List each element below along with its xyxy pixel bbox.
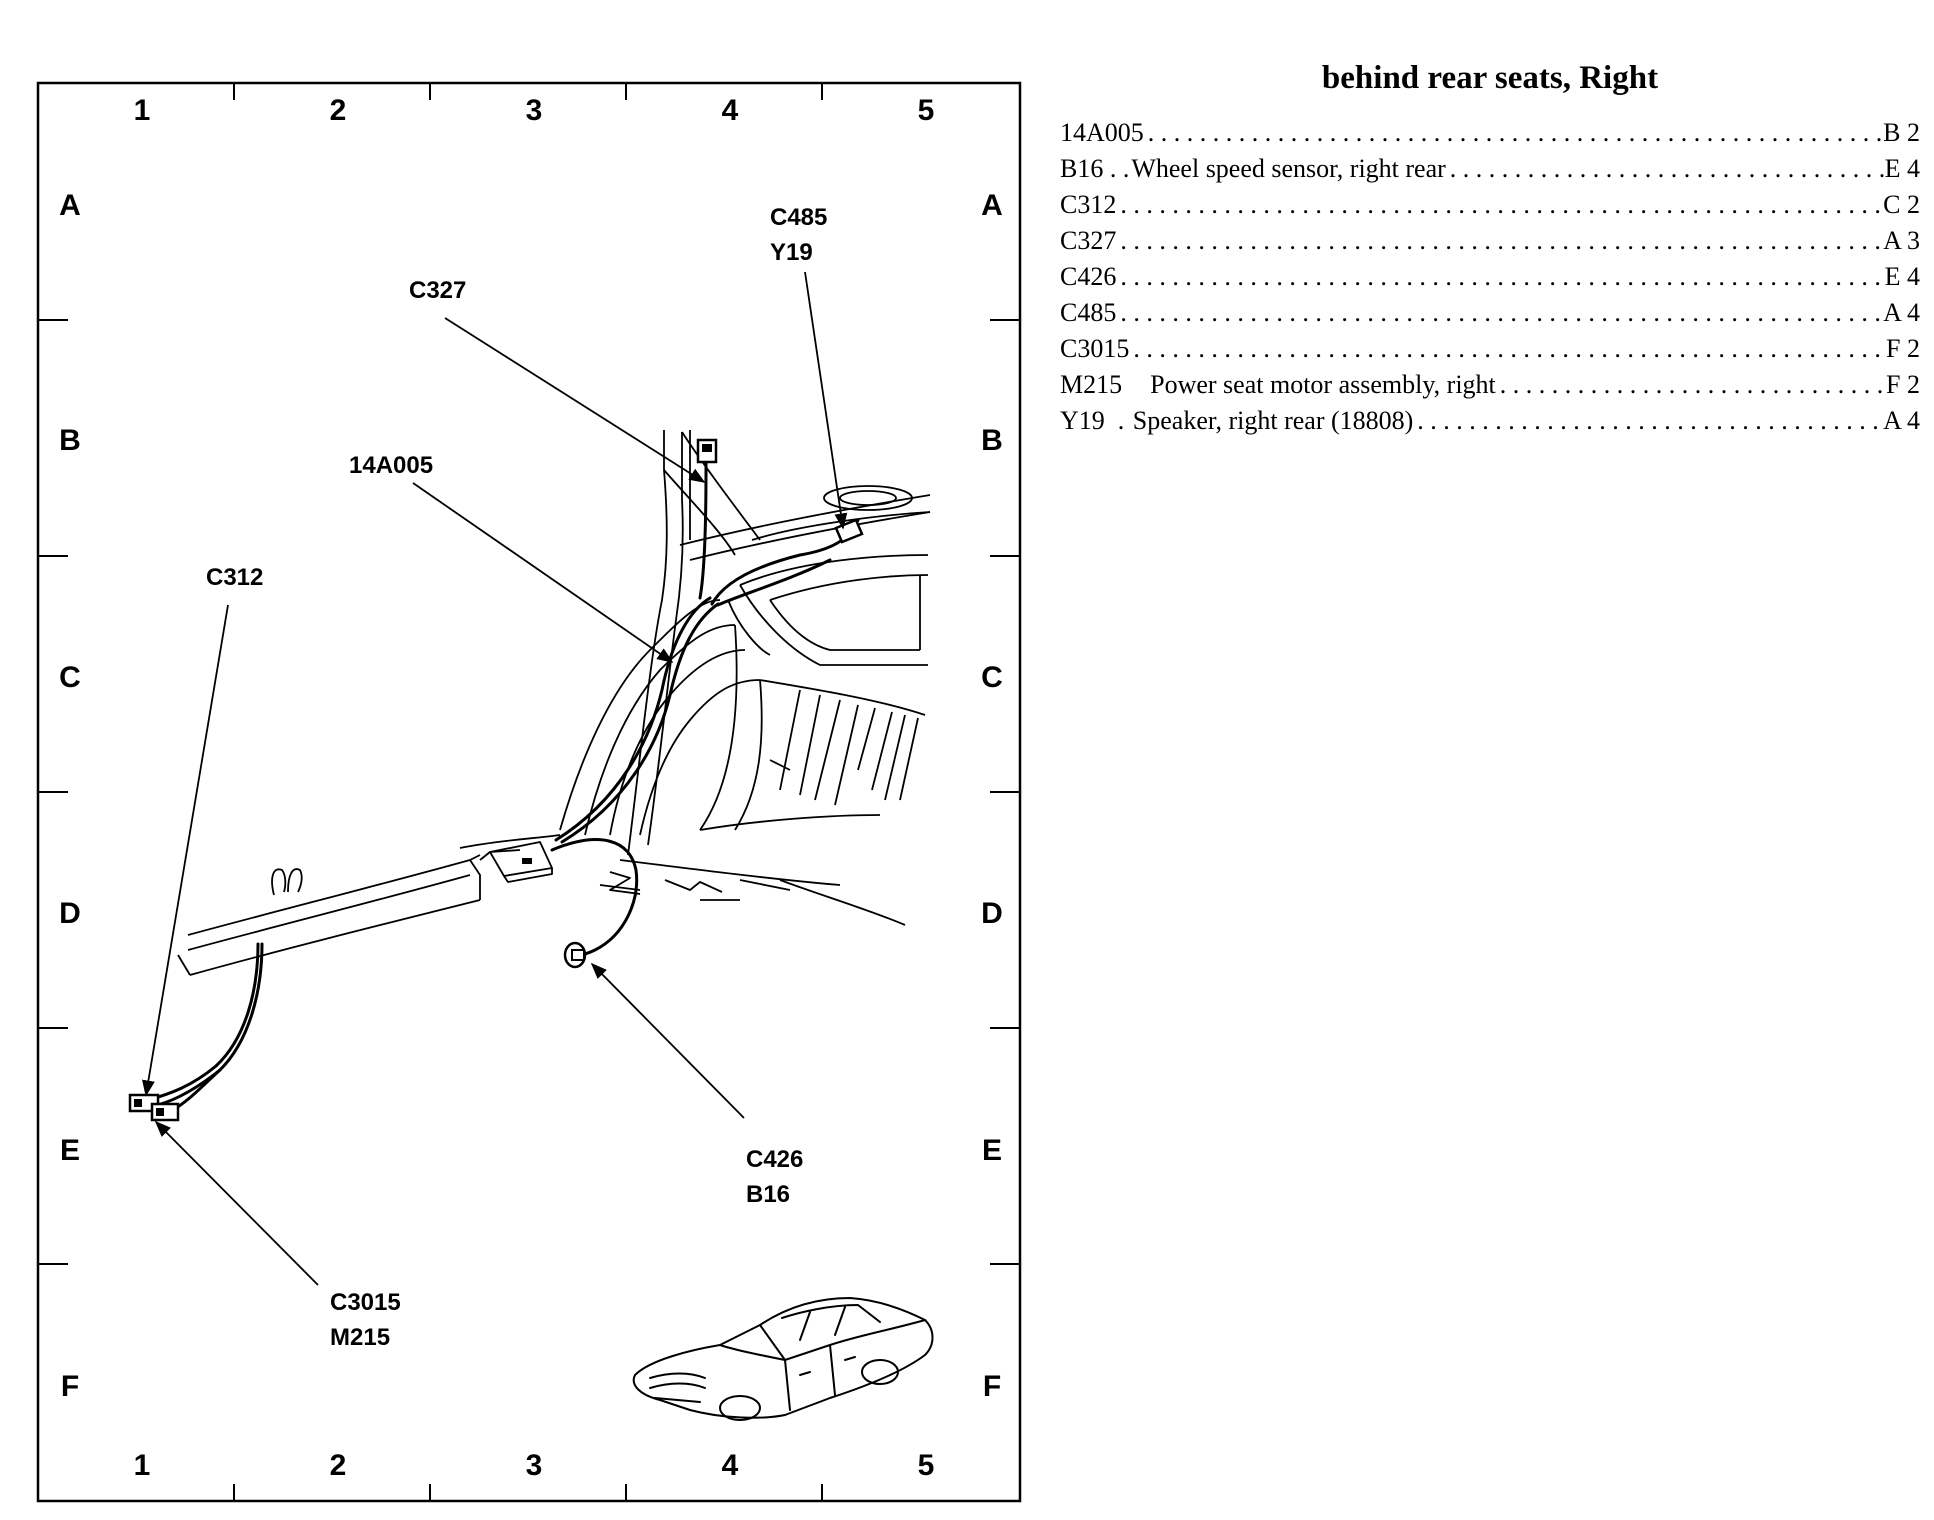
grid-row-label-right: E (982, 1134, 1002, 1167)
legend-entry: M215 Power seat motor assembly, right F … (1060, 367, 1920, 403)
leader-dots (1116, 295, 1883, 331)
legend-location: B 2 (1883, 118, 1920, 147)
callout-c485: C485 (770, 204, 827, 231)
grid-row-label-right: F (983, 1370, 1001, 1403)
legend-entry: C426 E 4 (1060, 259, 1920, 295)
column-ticks (233, 83, 823, 1501)
grid-col-label-top: 2 (330, 94, 347, 127)
grid-col-label-top: 1 (134, 94, 151, 127)
callout-y19: Y19 (770, 239, 813, 266)
grid-row-label-left: E (60, 1134, 80, 1167)
legend-location: E 4 (1884, 262, 1920, 291)
grid-row-label-left: A (59, 189, 81, 222)
c485-leader (804, 271, 848, 530)
legend-location: E 4 (1884, 154, 1920, 183)
c485-connector (834, 518, 864, 544)
grid-col-label-top: 5 (918, 94, 935, 127)
legend-code: C312 (1060, 190, 1117, 219)
legend-code: Y19 (1060, 406, 1105, 435)
grid-col-label-bottom: 4 (722, 1449, 739, 1482)
legend-entry: C327 A 3 (1060, 223, 1920, 259)
legend-rows: 14A005 B 2 B16 . . Wheel speed sensor, r… (1060, 115, 1920, 439)
c3015-leader (154, 1120, 319, 1286)
grid-col-label-top: 4 (722, 94, 739, 127)
grid-row-label-left: C (59, 661, 81, 694)
vehicle-body-structure (177, 430, 931, 976)
grid-frame (36, 81, 1022, 1503)
legend-title: behind rear seats, Right (1321, 60, 1659, 96)
component-legend: behind rear seats, Right 14A005 B 2 B16 … (1060, 60, 1920, 439)
legend-code: M215 (1060, 370, 1123, 399)
legend-description: Speaker, right rear (18808) (1132, 406, 1414, 435)
legend-description: Power seat motor assembly, right (1150, 370, 1496, 399)
legend-code: C3015 (1060, 334, 1130, 363)
callout-c426: C426 (746, 1146, 803, 1173)
legend-entry: C3015 F 2 (1060, 331, 1920, 367)
callout-c327: C327 (409, 277, 466, 304)
legend-location: F 2 (1886, 334, 1920, 363)
legend-code: C327 (1060, 226, 1117, 255)
legend-code: 14A005 (1060, 118, 1144, 147)
c426-leader (590, 962, 745, 1119)
legend-entry: C485 A 4 (1060, 295, 1920, 331)
callout-c3015: C3015 (330, 1289, 401, 1316)
legend-location: C 2 (1883, 190, 1920, 219)
leader-dots (1446, 151, 1885, 187)
leader-dots (1496, 367, 1886, 403)
legend-location: A 4 (1883, 298, 1920, 327)
legend-entry: B16 . . Wheel speed sensor, right rear E… (1060, 151, 1920, 187)
grid-row-label-left: D (59, 897, 81, 930)
leader-dots (1116, 187, 1883, 223)
leader-dots (1129, 331, 1886, 367)
legend-entry: Y19 . Speaker, right rear (18808) A 4 (1060, 403, 1920, 439)
legend-entry: 14A005 B 2 (1060, 115, 1920, 151)
14a005-leader (412, 482, 674, 663)
c426-connector (563, 941, 587, 969)
callout-14a005: 14A005 (349, 452, 433, 479)
callout-b16: B16 (746, 1181, 790, 1208)
callout-c312: C312 (206, 564, 263, 591)
legend-code: B16 (1060, 154, 1104, 183)
vehicle-thumbnail (632, 1297, 934, 1421)
legend-location: F 2 (1886, 370, 1920, 399)
grid-row-label-right: C (981, 661, 1003, 694)
legend-location: A 4 (1883, 406, 1920, 435)
row-ticks (38, 319, 1020, 1265)
grid-col-label-bottom: 1 (134, 1449, 151, 1482)
leader-gap (1122, 367, 1150, 403)
wiring-harness (146, 458, 860, 1114)
grid-row-label-left: F (61, 1370, 79, 1403)
c312-leader (142, 604, 229, 1097)
legend-description: Wheel speed sensor, right rear (1131, 154, 1446, 183)
c327-leader (444, 317, 706, 483)
legend-code: C485 (1060, 298, 1117, 327)
callout-m215: M215 (330, 1324, 390, 1351)
legend-entry: C312 C 2 (1060, 187, 1920, 223)
grid-col-label-top: 3 (526, 94, 543, 127)
grid-col-label-bottom: 3 (526, 1449, 543, 1482)
grid-row-label-right: A (981, 189, 1003, 222)
leader-dots (1413, 403, 1883, 439)
c327-connector (696, 438, 718, 464)
leader-dots: . (1104, 406, 1125, 435)
grid-row-label-right: B (981, 424, 1003, 457)
grid-col-label-bottom: 5 (918, 1449, 935, 1482)
c3015-connector (150, 1102, 180, 1122)
grid-col-label-bottom: 2 (330, 1449, 347, 1482)
grid-row-label-right: D (981, 897, 1003, 930)
leader-dots: . . (1103, 154, 1130, 183)
legend-code: C426 (1060, 262, 1117, 291)
grid-row-label-left: B (59, 424, 81, 457)
leader-dots (1116, 259, 1884, 295)
leader-dots (1144, 115, 1883, 151)
legend-location: A 3 (1883, 226, 1920, 255)
leader-dots (1116, 223, 1883, 259)
